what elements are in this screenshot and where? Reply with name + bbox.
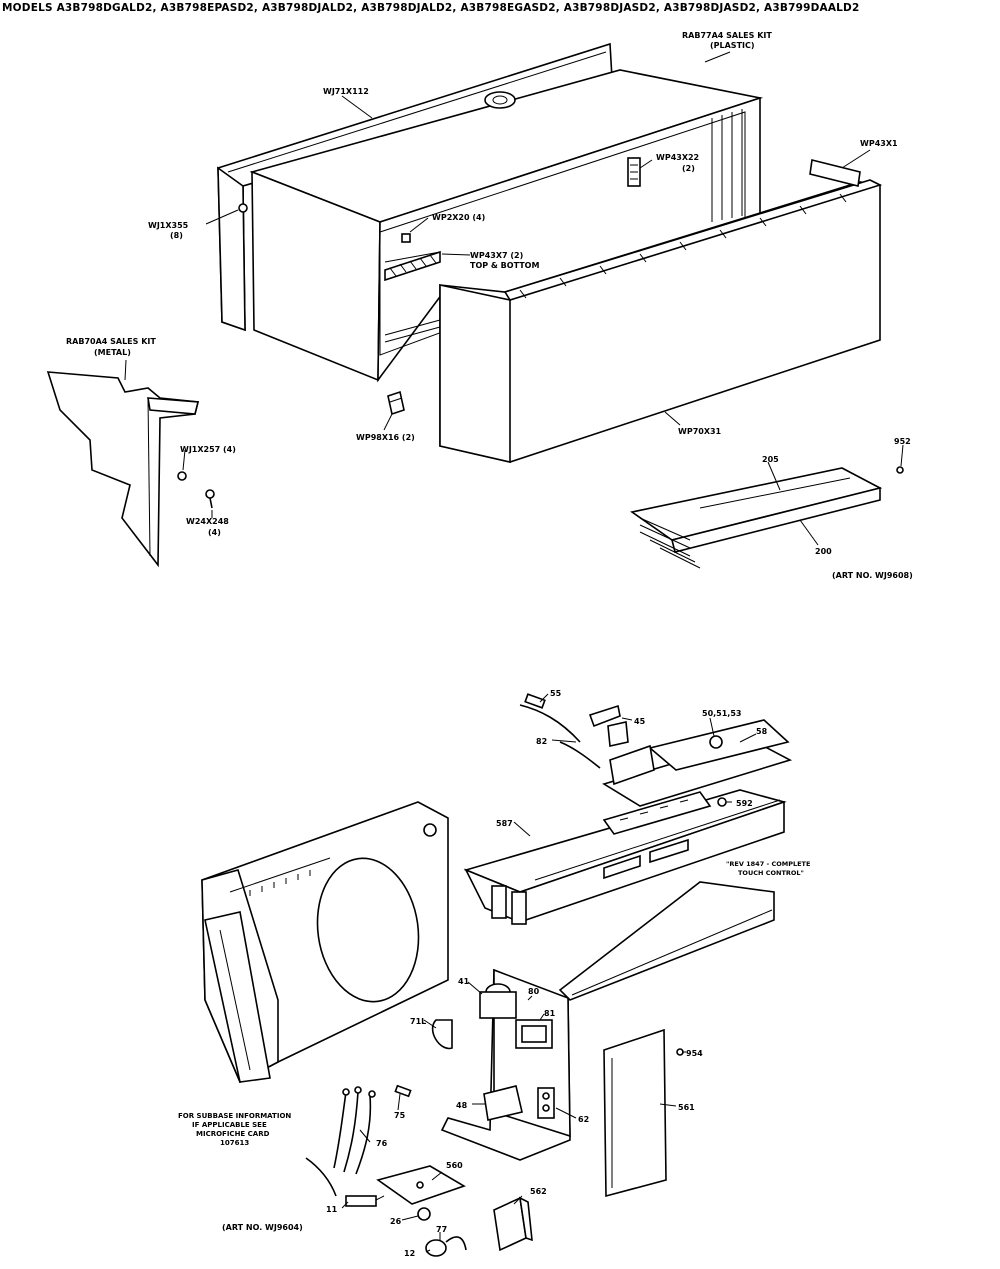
label-71l: 71L (410, 1017, 426, 1026)
electrical-chassis (431, 968, 571, 1161)
label-note-rev: "REV 1847 - COMPLETE (726, 860, 810, 868)
label-w24x248: W24X248 (186, 517, 229, 526)
label-subbase-4: 107613 (220, 1139, 249, 1147)
label-82: 82 (536, 737, 547, 746)
top-leader-lines (124, 51, 904, 546)
label-rab70a4: RAB70A4 SALES KIT (66, 337, 156, 346)
label-rab70a4-metal: (METAL) (94, 348, 131, 357)
label-58: 58 (756, 727, 768, 736)
label-81: 81 (544, 1009, 556, 1018)
label-wp43x22: WP43X22 (656, 153, 699, 162)
clip-part (387, 390, 405, 416)
label-wp98x16: WP98X16 (2) (356, 433, 415, 442)
label-562: 562 (530, 1187, 547, 1196)
label-55: 55 (550, 689, 562, 698)
label-561: 561 (678, 1103, 695, 1112)
label-subbase-2: IF APPLICABLE SEE (192, 1121, 267, 1129)
label-art-top: (ART NO. WJ9608) (832, 571, 913, 580)
label-wp43x7: WP43X7 (2) (470, 251, 523, 260)
mounting-channel (558, 881, 775, 1001)
label-50-51-53: 50,51,53 (702, 709, 741, 718)
control-box (463, 739, 793, 925)
label-560: 560 (446, 1161, 463, 1170)
label-11: 11 (326, 1205, 338, 1214)
label-wp2x20: WP2X20 (4) (432, 213, 485, 222)
label-26: 26 (390, 1217, 402, 1226)
top-assembly: RAB77A4 SALES KIT (PLASTIC) WJ71X112 WP4… (46, 31, 913, 580)
bottom-leader-lines (341, 693, 757, 1253)
side-panel-metal (46, 371, 200, 568)
label-587: 587 (496, 819, 513, 828)
label-41: 41 (458, 977, 470, 986)
label-80: 80 (528, 987, 540, 996)
label-note-touch: TOUCH CONTROL" (738, 869, 804, 877)
screw-w24x248 (205, 489, 215, 509)
label-77: 77 (436, 1225, 447, 1234)
wire-harness (305, 1084, 467, 1257)
corner-bracket (493, 1196, 533, 1252)
label-45: 45 (634, 717, 646, 726)
label-rab77a4-plastic: (PLASTIC) (710, 41, 755, 50)
label-205: 205 (762, 455, 779, 464)
label-wj1x355-qty: (8) (170, 231, 183, 240)
label-12: 12 (404, 1249, 415, 1258)
label-art-bottom: (ART NO. WJ9604) (222, 1223, 303, 1232)
label-subbase-3: MICROFICHE CARD (196, 1130, 270, 1138)
label-wp70x31: WP70X31 (678, 427, 722, 436)
models-header: MODELS A3B798DGALD2, A3B798EPASD2, A3B79… (2, 2, 860, 14)
label-76: 76 (376, 1139, 388, 1148)
label-w24x248-qty: (4) (208, 528, 221, 537)
label-top-bottom: TOP & BOTTOM (470, 261, 539, 270)
heater-rail-assembly (630, 466, 904, 569)
front-trim-panel (439, 159, 883, 464)
bottom-assembly: 55 45 82 50,51,53 58 592 587 "REV 1847 -… (178, 689, 810, 1258)
label-952: 952 (894, 437, 911, 446)
label-wj1x355: WJ1X355 (148, 221, 189, 230)
label-wj1x257: WJ1X257 (4) (180, 445, 236, 454)
top-part-labels: RAB77A4 SALES KIT (PLASTIC) WJ71X112 WP4… (66, 31, 913, 580)
label-wp43x22-qty: (2) (682, 164, 695, 173)
label-wj71x112: WJ71X112 (323, 87, 369, 96)
mounting-plate (376, 1165, 466, 1205)
label-62: 62 (578, 1115, 589, 1124)
label-wp43x1: WP43X1 (860, 139, 898, 148)
label-48: 48 (456, 1101, 468, 1110)
label-592: 592 (736, 799, 753, 808)
label-rab77a4: RAB77A4 SALES KIT (682, 31, 772, 40)
power-cord-parts (519, 693, 723, 786)
bottom-part-labels: 55 45 82 50,51,53 58 592 587 "REV 1847 -… (178, 689, 810, 1258)
label-75: 75 (394, 1111, 406, 1120)
screw-icon (177, 471, 187, 481)
access-cover-plate (603, 1028, 684, 1198)
label-subbase-1: FOR SUBBASE INFORMATION (178, 1112, 291, 1120)
fan-shroud-bulkhead (201, 801, 449, 1084)
label-954: 954 (686, 1049, 703, 1058)
label-200: 200 (815, 547, 832, 556)
